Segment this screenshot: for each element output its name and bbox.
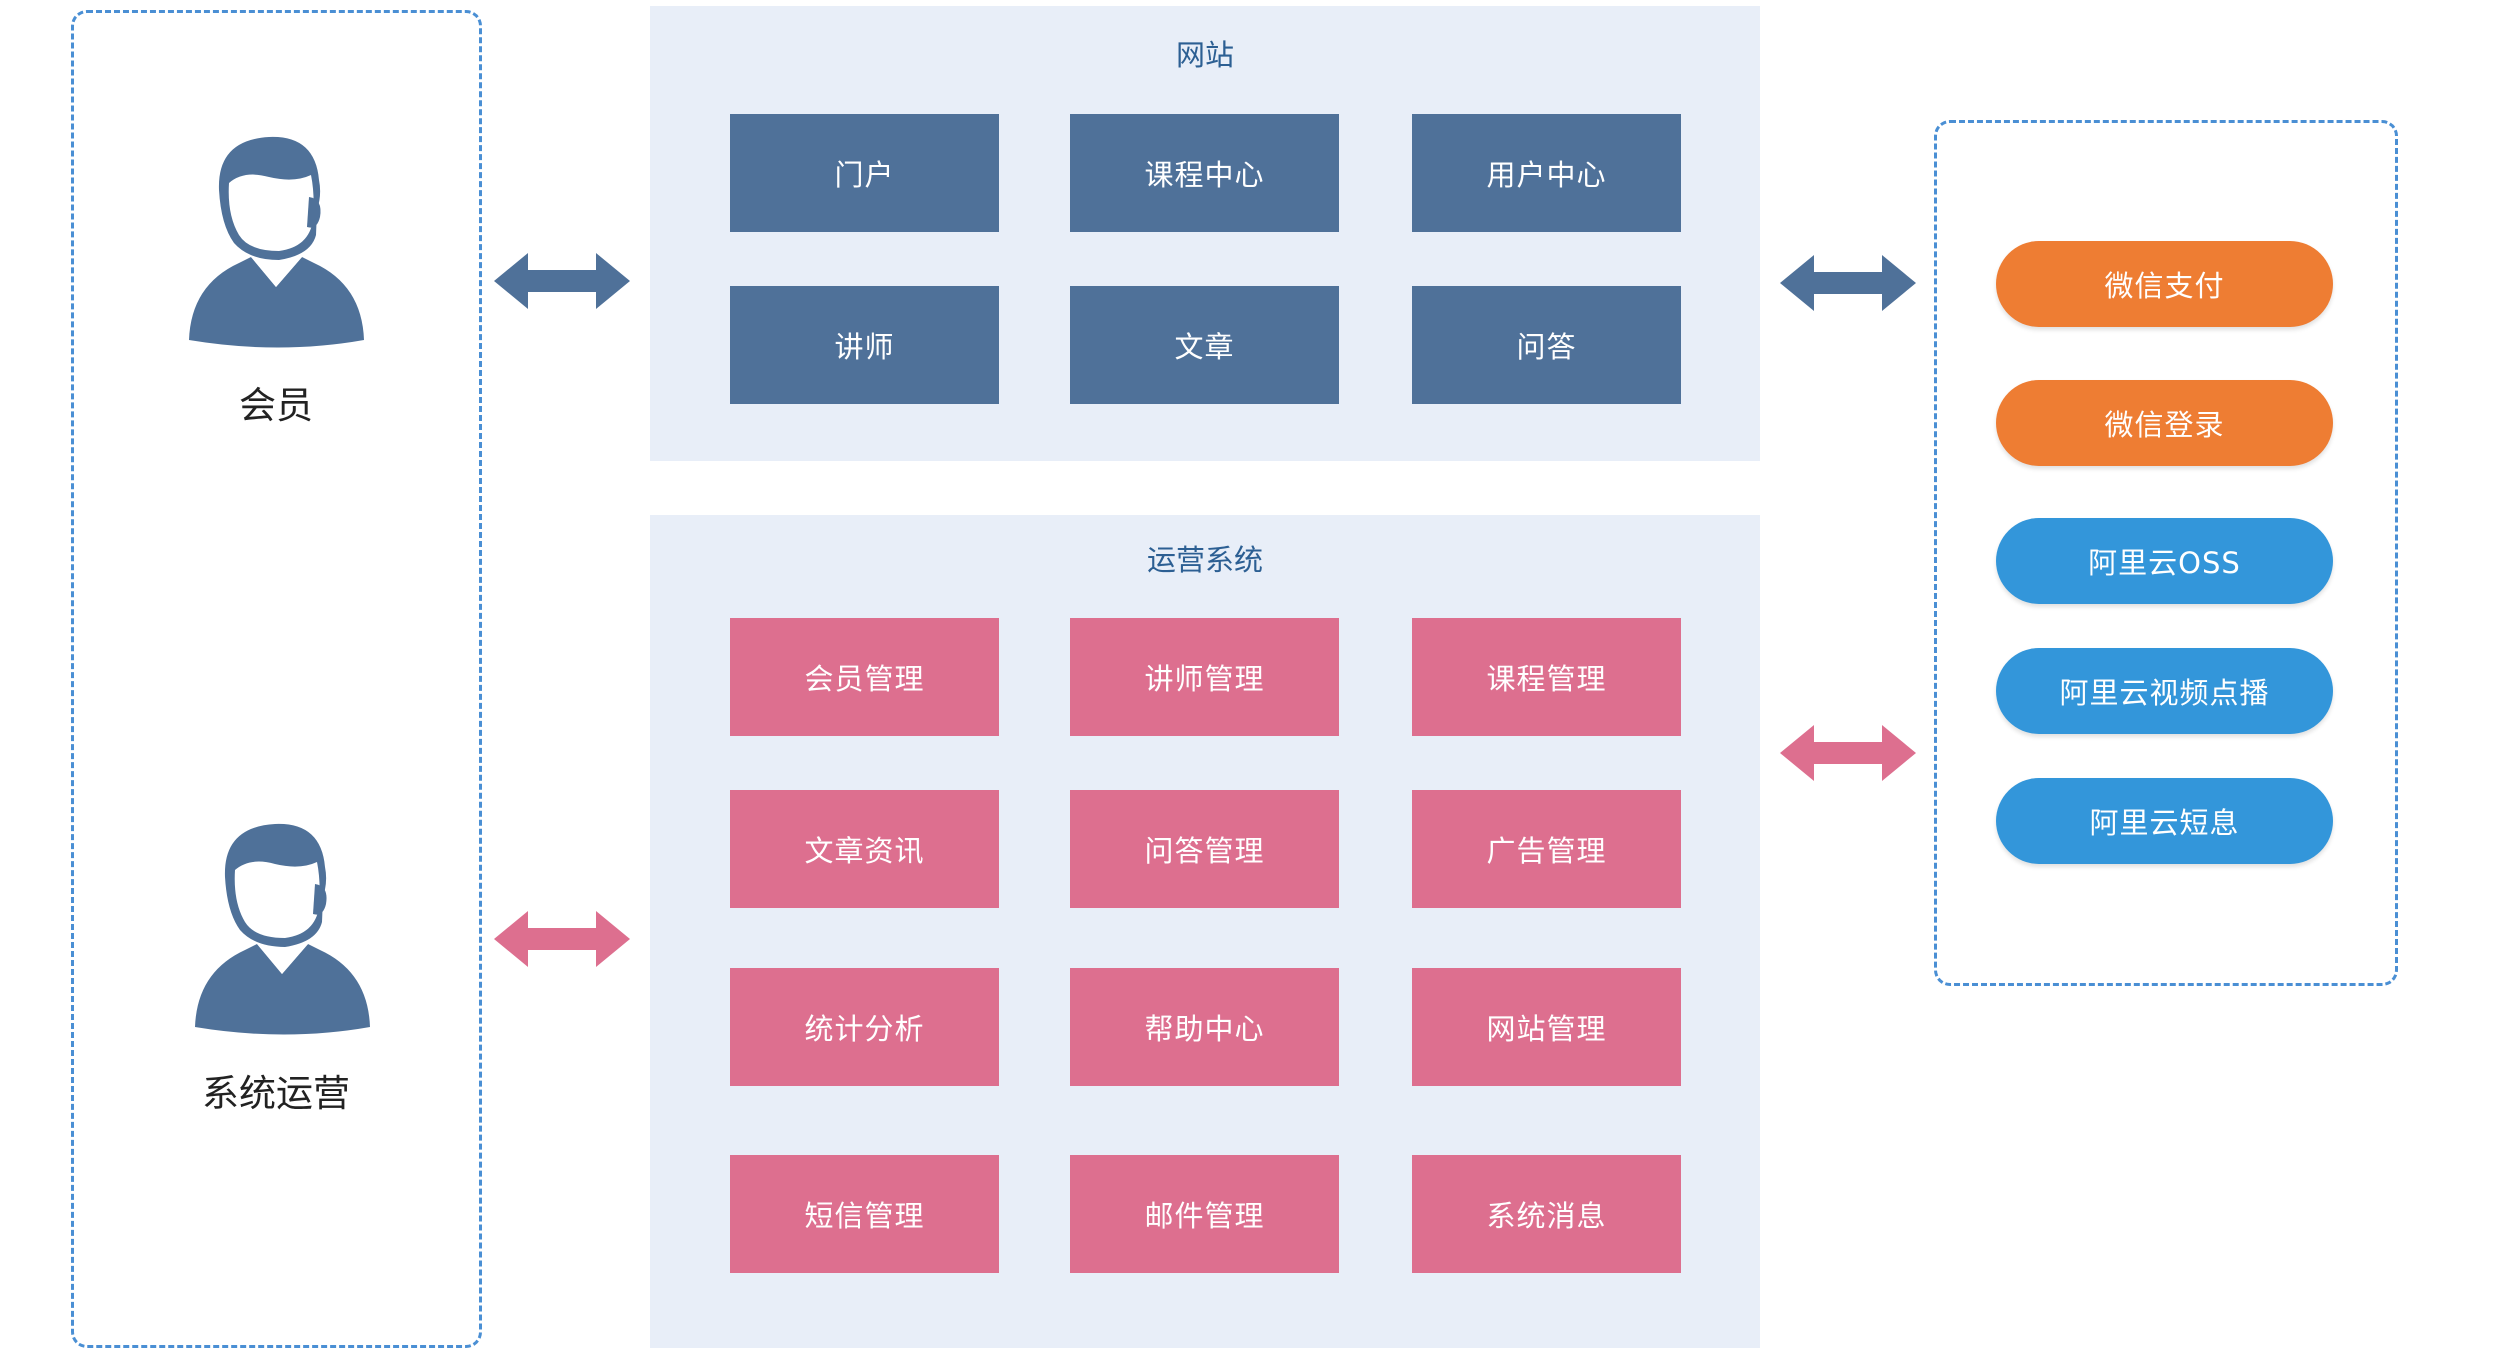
website-module-article: 文章 (1070, 286, 1339, 404)
operations-services-arrow-icon (1780, 725, 1916, 781)
operations-title: 运营系统 (1146, 543, 1263, 577)
ops-module-statistics: 统计分析 (730, 968, 999, 1086)
member-label: 会员 (239, 384, 313, 427)
operator-avatar-icon (195, 823, 370, 1035)
ops-module-course-management: 课程管理 (1412, 618, 1681, 736)
website-module-lecturer: 讲师 (730, 286, 999, 404)
website-module-portal: 门户 (730, 114, 999, 232)
website-services-arrow-icon (1780, 255, 1916, 311)
operator-operations-arrow-icon (494, 911, 630, 967)
member-website-arrow-icon (494, 253, 630, 309)
ops-module-help-center: 帮助中心 (1070, 968, 1339, 1086)
ops-module-member-management: 会员管理 (730, 618, 999, 736)
ops-module-system-messages: 系统消息 (1412, 1155, 1681, 1273)
website-module-user-center: 用户中心 (1412, 114, 1681, 232)
ops-module-email-management: 邮件管理 (1070, 1155, 1339, 1273)
service-aliyun-vod: 阿里云视频点播 (1996, 648, 2333, 734)
ops-module-ad-management: 广告管理 (1412, 790, 1681, 908)
website-panel: 网站 门户 课程中心 用户中心 讲师 文章 问答 (650, 6, 1760, 461)
member-avatar-icon (189, 136, 364, 348)
ops-module-lecturer-management: 讲师管理 (1070, 618, 1339, 736)
ops-module-article-news: 文章资讯 (730, 790, 999, 908)
service-wechat-login: 微信登录 (1996, 380, 2333, 466)
ops-module-qa-management: 问答管理 (1070, 790, 1339, 908)
operator-label: 系统运营 (202, 1072, 350, 1115)
service-aliyun-sms: 阿里云短息 (1996, 778, 2333, 864)
website-module-course-center: 课程中心 (1070, 114, 1339, 232)
website-title: 网站 (1175, 38, 1234, 72)
operations-panel: 运营系统 会员管理 讲师管理 课程管理 文章资讯 问答管理 广告管理 统计分析 … (650, 515, 1760, 1348)
service-wechat-pay: 微信支付 (1996, 241, 2333, 327)
ops-module-sms-management: 短信管理 (730, 1155, 999, 1273)
ops-module-site-management: 网站管理 (1412, 968, 1681, 1086)
service-aliyun-oss: 阿里云OSS (1996, 518, 2333, 604)
website-module-qa: 问答 (1412, 286, 1681, 404)
